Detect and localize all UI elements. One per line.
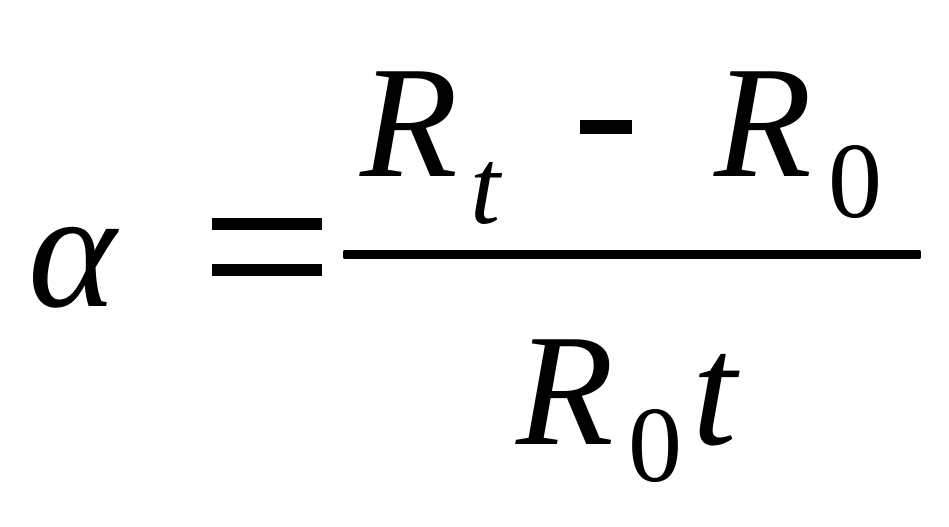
numerator-term1: R	[360, 33, 458, 211]
denominator-factor: t	[692, 301, 737, 479]
denominator-term: R	[516, 301, 614, 479]
numerator-term2: R	[714, 33, 812, 211]
equals-bar-top	[212, 218, 322, 230]
numerator-term1-subscript: t	[470, 128, 501, 247]
equals-sign	[212, 218, 322, 276]
equals-bar-bottom	[212, 264, 322, 276]
minus-sign	[580, 120, 632, 134]
fraction-line	[343, 250, 921, 259]
denominator-term-subscript: 0	[628, 386, 682, 505]
numerator-term2-subscript: 0	[828, 122, 882, 241]
alpha-symbol: α	[28, 157, 117, 343]
